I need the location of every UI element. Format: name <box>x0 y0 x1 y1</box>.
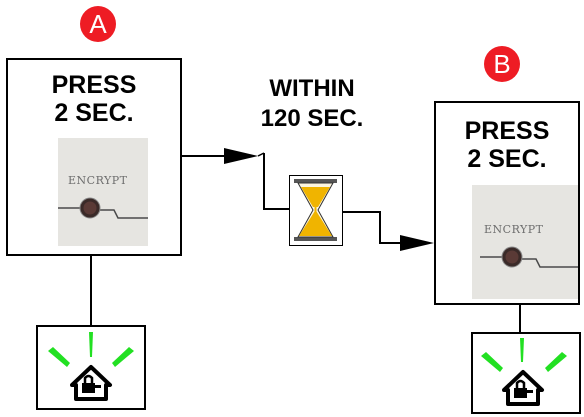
step-b-encrypt-label: ENCRYPT <box>484 223 544 236</box>
step-a-panel: PRESS 2 SEC. ENCRYPT <box>6 58 182 256</box>
timer-line2: 120 SEC. <box>260 105 364 132</box>
hourglass-icon <box>289 175 343 246</box>
step-a-indicator <box>36 325 146 410</box>
step-a-press-line2: 2 SEC. <box>54 99 134 127</box>
step-a-encrypt-photo: ENCRYPT <box>58 138 148 246</box>
step-b-indicator <box>471 332 581 414</box>
step-a-encrypt-label: ENCRYPT <box>68 174 128 187</box>
step-a-badge-label: A <box>89 9 107 39</box>
home-lock-icon <box>481 338 567 406</box>
timer-line1: WITHIN <box>269 75 355 102</box>
step-b-press-line2: 2 SEC. <box>467 145 547 173</box>
step-a-press-line1: PRESS <box>51 71 137 99</box>
arrow-timer-to-b <box>340 211 402 244</box>
timer-caption: WITHIN 120 SEC. <box>244 74 380 134</box>
step-b-badge: B <box>484 46 520 82</box>
step-b-encrypt-photo: ENCRYPT <box>472 185 578 299</box>
step-a-badge: A <box>80 6 116 42</box>
step-b-encrypt-button-icon <box>480 246 578 268</box>
arrow-a-head <box>224 148 258 164</box>
step-b-press-line1: PRESS <box>464 117 550 145</box>
step-b-badge-label: B <box>493 49 511 79</box>
home-lock-icon <box>48 332 134 401</box>
arrow-b-head <box>400 235 434 251</box>
step-a-encrypt-button-icon <box>58 197 148 219</box>
connector-timer-in <box>263 153 290 210</box>
step-b-panel: PRESS 2 SEC. ENCRYPT <box>434 101 580 305</box>
